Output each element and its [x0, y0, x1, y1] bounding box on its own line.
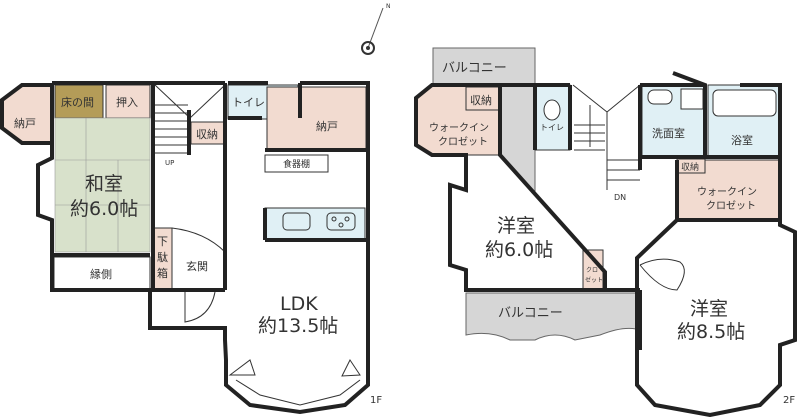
- compass: N: [361, 3, 391, 55]
- label-wic-left: クロゼット: [438, 136, 488, 148]
- label-youshitsu-a: 洋室: [497, 215, 535, 237]
- label-ldk-size: 約13.5帖: [258, 315, 338, 337]
- label-washitsu: 和室: [85, 173, 123, 195]
- label-ldk: LDK: [280, 293, 318, 315]
- label-cupboard: 食器棚: [283, 158, 310, 170]
- door-swing: [184, 291, 216, 323]
- label-tokonoma: 床の間: [61, 95, 94, 109]
- label-toilet-2f: トイレ: [540, 123, 564, 132]
- washer-icon: [680, 88, 704, 110]
- door-swing: [639, 258, 685, 291]
- label-stairs-up: UP: [165, 159, 174, 167]
- label-closet: ゼット: [585, 276, 603, 284]
- label-wic-left: ウォークイン: [429, 122, 489, 134]
- label-closet: クロ: [586, 267, 598, 274]
- label-stair-storage: 収納: [196, 128, 218, 141]
- floor-1: 納戸 床の間 押入 和室 約6.0帖 縁側 収納 UP トイレ 納戸 食器棚 下…: [0, 81, 382, 415]
- label-genkan: 玄関: [186, 259, 208, 273]
- stove-icon: [326, 212, 356, 231]
- label-youshitsu-b: 洋室: [690, 298, 728, 320]
- compass-icon: [361, 41, 375, 55]
- stairs-2f: [572, 84, 641, 190]
- balcony-bottom: [465, 292, 641, 341]
- label-youshitsu-b-size: 約8.5帖: [677, 321, 745, 343]
- label-getabako: 駄: [157, 250, 168, 264]
- label-engawa: 縁側: [90, 267, 112, 281]
- north-label: N: [386, 3, 391, 10]
- door-swing: [171, 227, 226, 253]
- label-balcony-bottom: バルコニー: [498, 306, 563, 321]
- stairs-1f: [154, 84, 226, 154]
- label-wic-right: ウォークイン: [697, 186, 757, 198]
- north-arrow-line: [367, 7, 384, 49]
- label-storage-right: 収納: [681, 161, 699, 173]
- label-getabako: 下: [157, 235, 168, 248]
- sink-icon: [282, 212, 311, 231]
- label-getabako: 箱: [157, 266, 168, 280]
- floor-label-1f: 1F: [370, 395, 382, 406]
- room-washitsu: [54, 117, 151, 253]
- toilet-icon: [543, 99, 561, 121]
- label-washroom: 洗面室: [652, 126, 685, 140]
- bathtub-icon: [712, 89, 777, 117]
- floor-2: バルコニー 収納 ウォークイン クロゼット トイレ DN 洗面室 浴室 収納 ウ…: [414, 47, 797, 417]
- floor-label-2f: 2F: [783, 395, 795, 406]
- label-bathroom: 浴室: [731, 133, 753, 147]
- label-wic-right: クロゼット: [706, 200, 756, 212]
- room-nando-right: [266, 86, 367, 151]
- label-balcony-top: バルコニー: [442, 61, 507, 76]
- cupboard: [264, 154, 329, 173]
- room-tokonoma: [54, 84, 104, 119]
- label-washitsu-size: 約6.0帖: [70, 198, 138, 220]
- washbasin-icon: [647, 89, 673, 105]
- label-toilet-1f: トイレ: [232, 96, 265, 109]
- label-storage-left: 収納: [470, 94, 492, 107]
- label-stairs-down: DN: [614, 193, 626, 202]
- label-oshiire: 押入: [116, 95, 138, 109]
- label-nando-right: 納戸: [316, 120, 338, 133]
- label-youshitsu-a-size: 約6.0帖: [485, 239, 553, 261]
- label-nando-left: 納戸: [14, 117, 36, 130]
